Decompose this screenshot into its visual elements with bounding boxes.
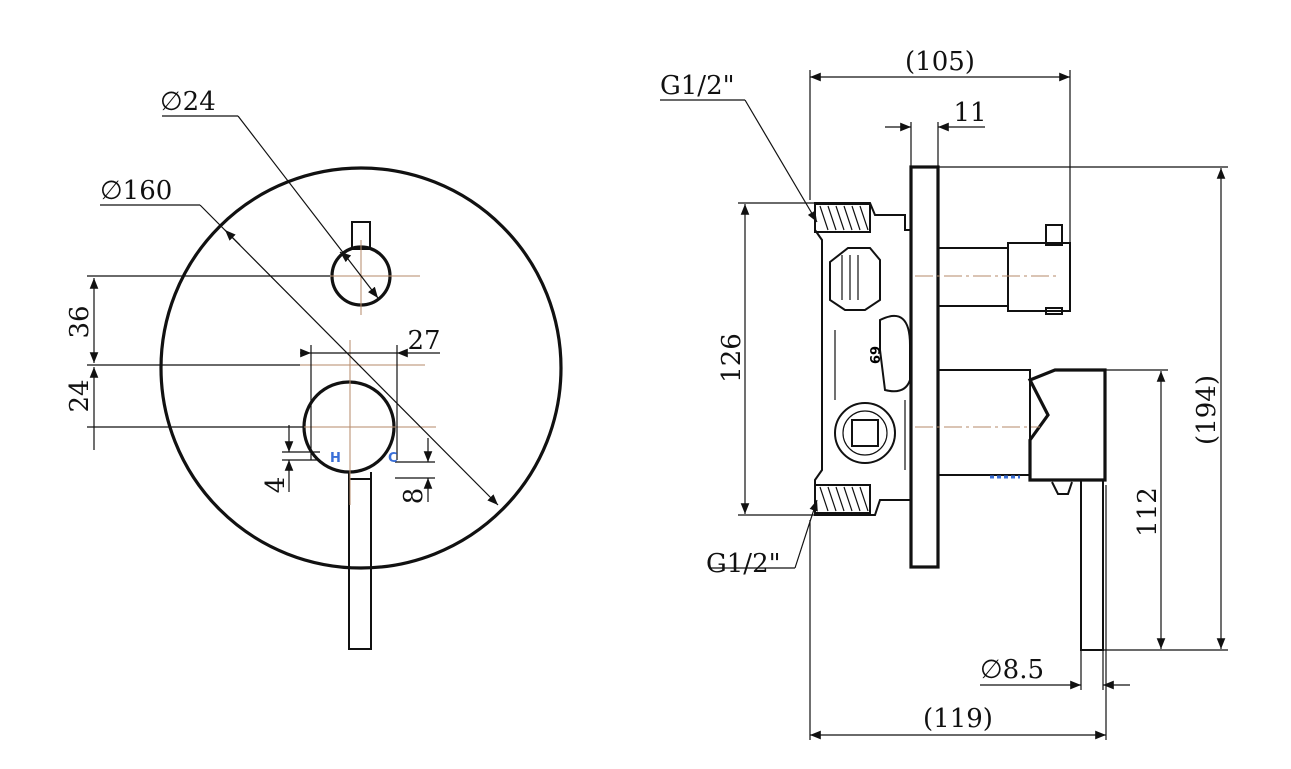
- dim-126-label: 126: [717, 333, 747, 383]
- dim-dia85-label: ∅8.5: [980, 655, 1044, 685]
- dim-8-label: 8: [399, 488, 429, 505]
- side-faceplate: [909, 165, 940, 569]
- dim-27-label: 27: [407, 326, 440, 356]
- faceplate-circle: [159, 166, 563, 570]
- dim-24-label: 24: [65, 379, 95, 412]
- dim-dia24-leader: [237, 115, 379, 299]
- dim-dia24-label: ∅24: [160, 87, 216, 117]
- hot-marker: H: [330, 451, 341, 466]
- side-diverter: [937, 224, 1071, 315]
- side-extension-lines: [738, 70, 1228, 740]
- thread-bottom-leader: [794, 499, 818, 569]
- front-extension-lines: [87, 275, 435, 479]
- front-view: 36 24 27 4 8 H C ∅24 ∅160: [65, 87, 563, 650]
- thread-top-leader: [744, 99, 818, 223]
- dim-dia160-label: ∅160: [100, 176, 172, 206]
- dim-36-label: 36: [65, 305, 95, 338]
- cold-marker: C: [388, 451, 398, 466]
- dim-11-label: 11: [953, 98, 986, 128]
- side-centerlines: [915, 275, 1058, 428]
- valve-body: 69: [814, 202, 912, 516]
- dim-105-label: (105): [905, 47, 975, 77]
- side-handle: [937, 368, 1107, 651]
- handle-hub: [302, 380, 396, 650]
- thread-top-label: G1/2": [660, 71, 735, 101]
- dim-112-label: 112: [1133, 487, 1163, 537]
- dim-119-label: (119): [923, 704, 993, 734]
- dim-4-label: 4: [261, 477, 291, 494]
- dim-194-label: (194): [1192, 375, 1222, 445]
- body-mark: 69: [866, 346, 881, 364]
- thread-bottom-label: G1/2": [706, 549, 781, 579]
- front-centerlines: [300, 240, 436, 505]
- dim-dia160-leader: [199, 204, 499, 506]
- side-view: 69: [660, 47, 1228, 740]
